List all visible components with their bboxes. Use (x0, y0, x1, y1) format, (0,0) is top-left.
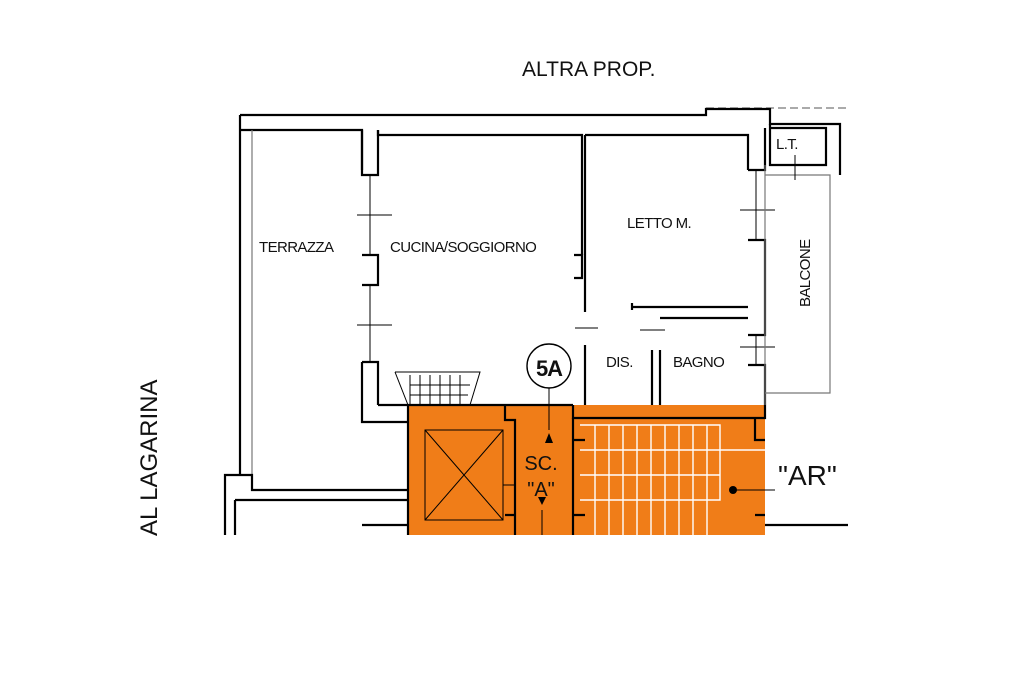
street-label: AL LAGARINA (136, 379, 163, 536)
kitchen-living-label: CUCINA/SOGGIORNO (390, 239, 536, 256)
elevator-shaft-icon (424, 429, 515, 521)
stairwell-walls (406, 405, 765, 535)
stair-label-line1: SC. (524, 453, 557, 475)
hall-label: DIS. (606, 354, 633, 371)
balcony-label: BALCONE (797, 239, 814, 307)
main-staircase (580, 424, 775, 535)
bathroom-label: BAGNO (673, 354, 724, 371)
terrace-kitchen-wall (357, 130, 408, 424)
neighbor-label: ALTRA PROP. (522, 58, 655, 81)
stairwell-area (408, 405, 765, 535)
unit-label: 5A (536, 356, 563, 381)
laundry-label: L.T. (776, 136, 798, 153)
area-ar-label: "AR" (778, 460, 837, 491)
bedroom-walls (571, 128, 775, 420)
down-arrow-icon (538, 497, 546, 505)
stair-label-line2: "A" (527, 479, 555, 501)
kitchen-walls (376, 130, 750, 407)
balcony-walls (764, 124, 831, 405)
terrace-label: TERRAZZA (259, 239, 334, 256)
up-arrow-icon (545, 433, 553, 443)
internal-stair (394, 371, 481, 406)
master-bedroom-label: LETTO M. (627, 215, 691, 232)
